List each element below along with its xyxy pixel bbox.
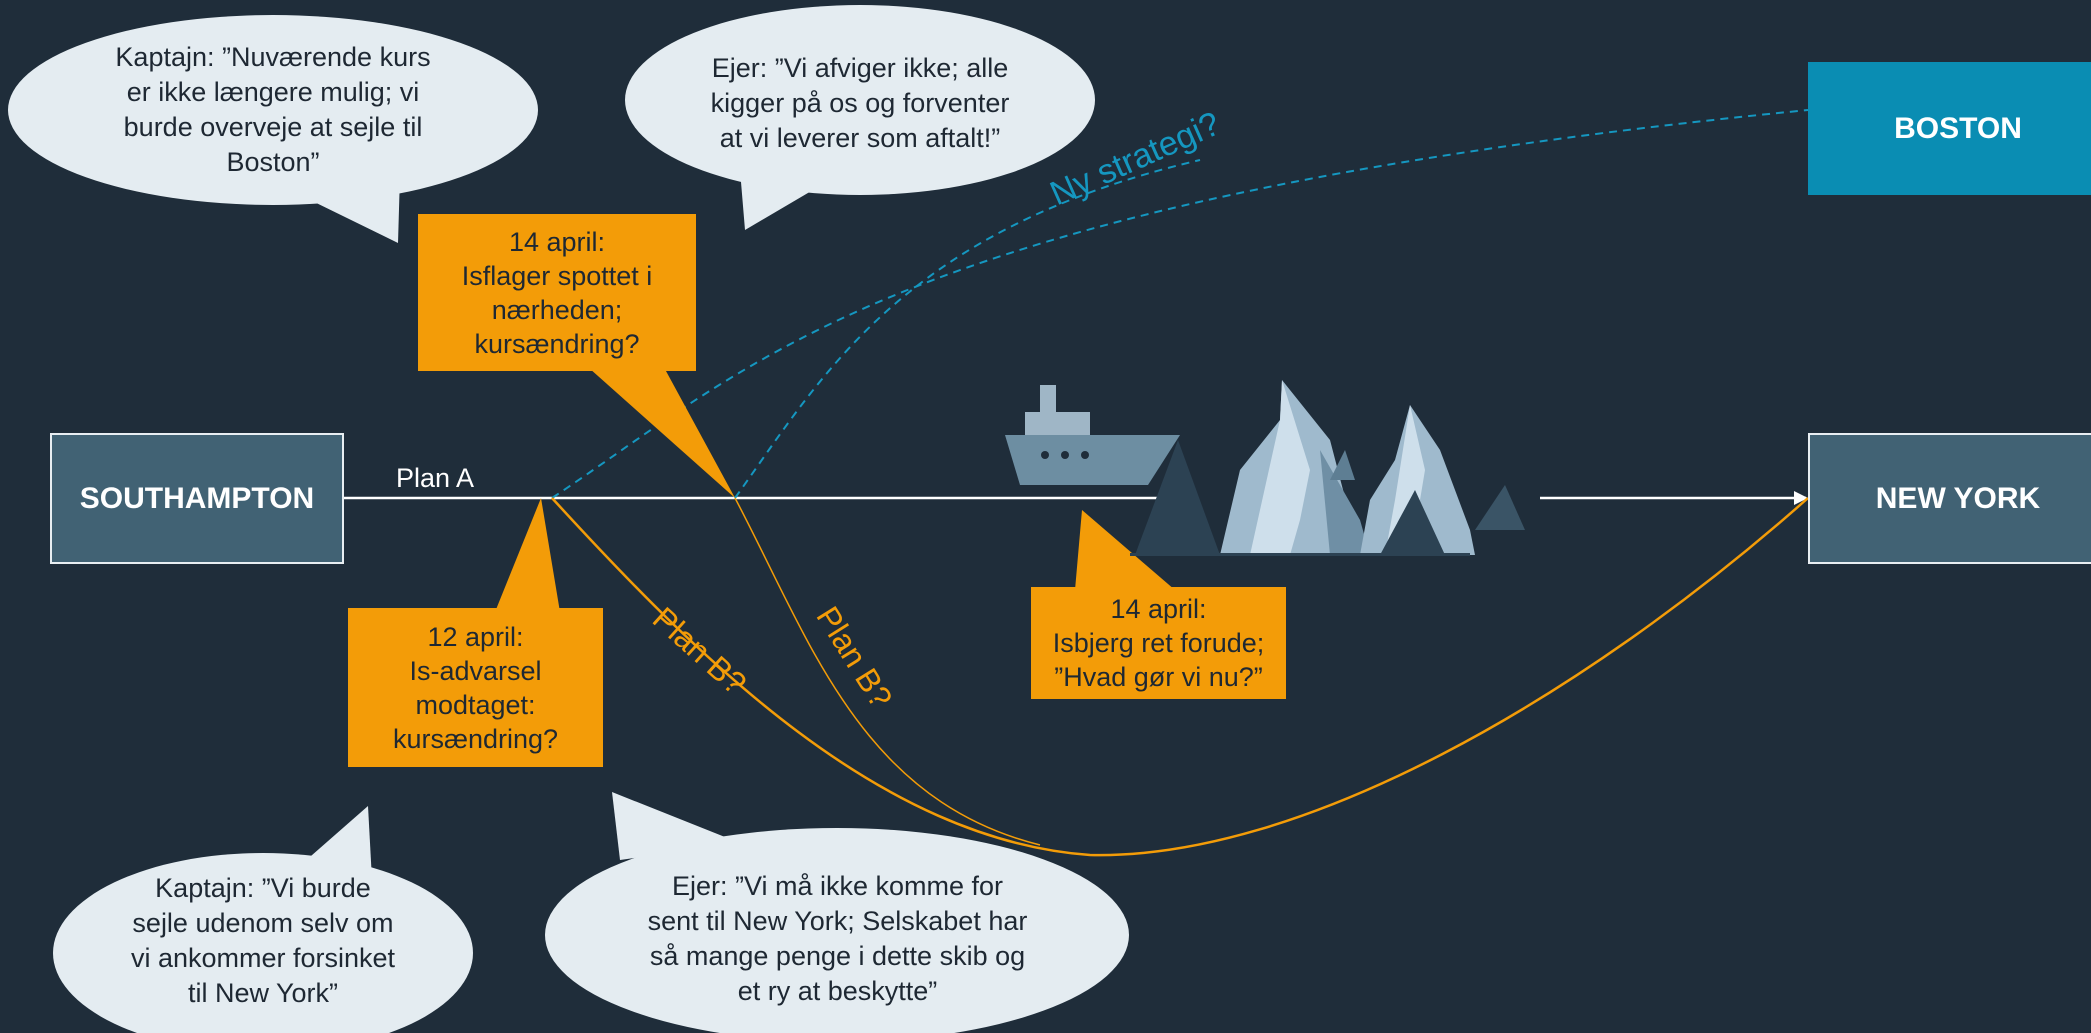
notice-apr14-isflager-text: 14 april: Isflager spottet i nærheden; k… xyxy=(461,226,653,359)
notice-apr14-isflager-pointer xyxy=(580,360,735,498)
captain-bottom-text: Kaptajn: ”Vi burde sejle udenom selv om … xyxy=(130,872,396,1008)
ship-icon xyxy=(1005,385,1180,485)
owner-top-bubble xyxy=(625,5,1095,230)
owner-bottom-text: Ejer: ”Vi må ikke komme for sent til New… xyxy=(647,870,1028,1006)
boston-label: BOSTON xyxy=(1894,111,2022,145)
owner-top-text: Ejer: ”Vi afviger ikke; alle kigger på o… xyxy=(710,52,1010,153)
plan-b-line-2 xyxy=(734,497,1041,846)
notice-apr12-text: 12 april: Is-advarsel modtaget: kursændr… xyxy=(392,621,559,754)
captain-top-bubble xyxy=(8,15,538,243)
plan-a-label: Plan A xyxy=(396,463,475,493)
boston-box: BOSTON xyxy=(1808,62,2091,195)
notice-apr14-isbjerg-pointer xyxy=(1075,510,1175,590)
plan-b-line-1 xyxy=(551,497,1809,857)
notice-apr14-isbjerg-text: 14 april: Isbjerg ret forude; ”Hvad gør … xyxy=(1052,594,1265,692)
new-york-label: NEW YORK xyxy=(1875,481,2041,515)
notice-apr12-pointer xyxy=(495,498,560,612)
notice-apr14-isflager: 14 april: Isflager spottet i nærheden; k… xyxy=(418,214,696,371)
new-york-box: NEW YORK xyxy=(1808,433,2091,564)
captain-bottom-bubble xyxy=(53,806,473,1033)
strategy-line-2 xyxy=(734,159,1201,499)
southampton-box: SOUTHAMPTON xyxy=(50,433,344,564)
southampton-label: SOUTHAMPTON xyxy=(79,481,315,515)
notice-apr12: 12 april: Is-advarsel modtaget: kursændr… xyxy=(348,608,603,767)
iceberg-icon xyxy=(1130,380,1525,556)
notice-apr14-isbjerg: 14 april: Isbjerg ret forude; ”Hvad gør … xyxy=(1031,587,1286,699)
owner-bottom-bubble xyxy=(545,792,1129,1033)
captain-top-text: Kaptajn: ”Nuværende kurs er ikke længere… xyxy=(115,42,431,177)
